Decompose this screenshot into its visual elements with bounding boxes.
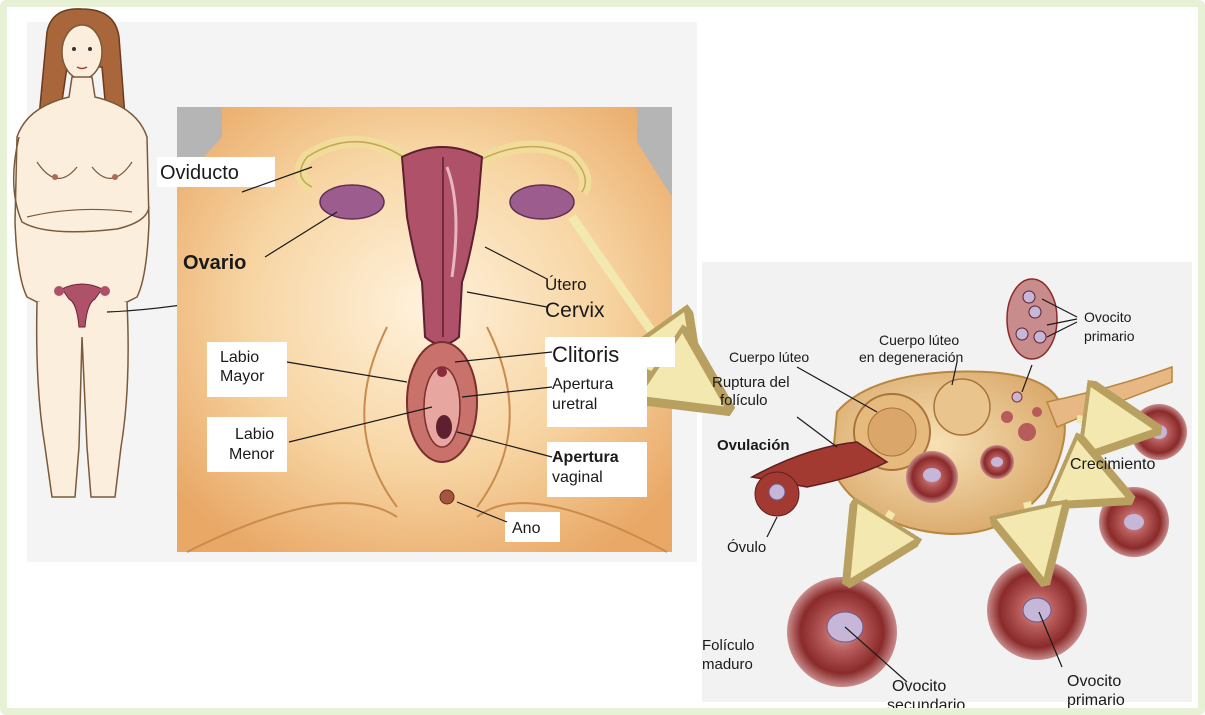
label-apertura-vaginal-1: Apertura (552, 449, 619, 466)
label-labio-menor-2: Menor (229, 446, 275, 463)
label-apertura-uretral-1: Apertura (552, 376, 613, 393)
label-ovulo: Óvulo (727, 539, 766, 556)
label-cuerpo-luteo: Cuerpo lúteo (729, 349, 809, 365)
label-foliculo-maduro-1: Folículo (702, 637, 755, 654)
label-ruptura-1: Ruptura del (712, 374, 790, 391)
label-clitoris: Clitoris (552, 342, 619, 367)
label-ovocito-primario-top-1: Ovocito (1084, 309, 1132, 325)
label-crecimiento: Crecimiento (1070, 456, 1155, 473)
label-apertura-vaginal-2: vaginal (552, 469, 603, 486)
label-ovocito-primario-top-2: primario (1084, 328, 1135, 344)
label-cervix: Cervix (545, 299, 605, 322)
label-ruptura-2: folículo (720, 392, 768, 409)
label-oviducto: Oviducto (160, 162, 239, 184)
label-cuerpo-luteo-degeneracion-1: Cuerpo lúteo (879, 332, 959, 348)
label-foliculo-maduro-2: maduro (702, 656, 753, 673)
label-apertura-uretral-2: uretral (552, 396, 597, 413)
label-ovocito-secundario-2: secundario (887, 697, 965, 708)
label-ovario: Ovario (183, 252, 246, 274)
label-labio-menor-1: Labio (235, 426, 274, 443)
label-ano: Ano (512, 520, 541, 537)
label-labio-mayor-1: Labio (220, 349, 259, 366)
label-ovocito-primario-bottom-1: Ovocito (1067, 673, 1121, 690)
label-utero: Útero (545, 275, 587, 294)
reproductive-diagram: Oviducto Ovario Útero Cervix Clitoris La… (7, 7, 1198, 708)
label-ovocito-primario-bottom-2: primario (1067, 692, 1125, 708)
label-labio-mayor-2: Mayor (220, 368, 265, 385)
label-ovocito-secundario-1: Ovocito (892, 678, 946, 695)
label-ovulacion: Ovulación (717, 437, 790, 454)
label-cuerpo-luteo-degeneracion-2: en degeneración (859, 349, 963, 365)
